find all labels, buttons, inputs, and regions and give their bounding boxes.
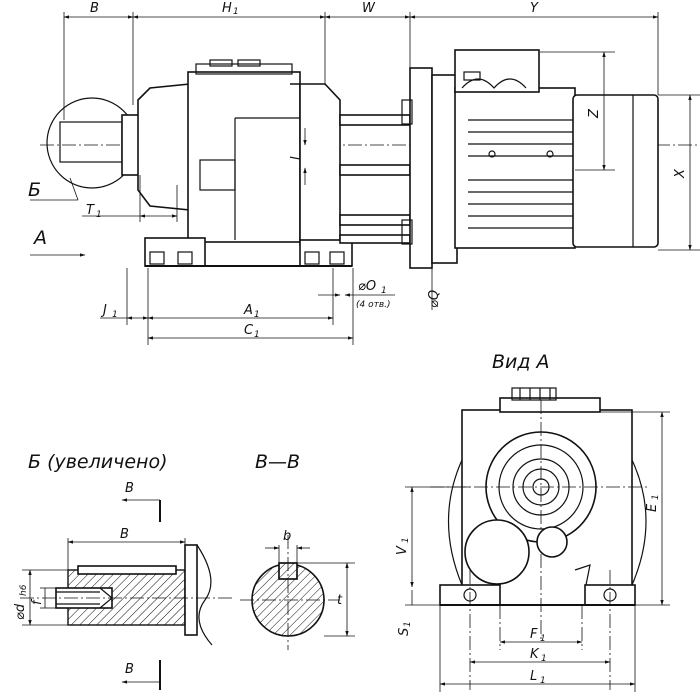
section-bb-title: B—B [255, 451, 300, 473]
view-a-title: Вид А [492, 351, 550, 373]
dim-v1: V [395, 545, 410, 555]
dim-f: f [30, 598, 45, 605]
dim-v1-sub: 1 [401, 537, 411, 543]
dim-b-key: b [283, 529, 291, 544]
dim-a1: A [243, 303, 253, 318]
dim-t: t [337, 593, 343, 608]
dim-y: Y [530, 1, 539, 16]
dim-t1: T [86, 203, 95, 218]
dim-j1-sub: 1 [112, 310, 118, 320]
dim-o1: ⌀O [358, 279, 376, 294]
section-mark-b-top: B [125, 481, 134, 496]
dim-j1: J [100, 303, 107, 318]
dim-i: I [289, 156, 304, 160]
section-mark-b-bottom: B [125, 662, 134, 677]
dim-h1: H [222, 1, 232, 16]
side-view [40, 49, 700, 269]
dim-f1-sub: 1 [540, 634, 546, 644]
dim-a1-sub: 1 [254, 310, 260, 320]
detail-b: Б (увеличено) B B B ⌀d h6 f [13, 451, 235, 690]
dim-w: W [362, 1, 376, 16]
dim-e1-sub: 1 [651, 494, 661, 500]
dim-l1-sub: 1 [540, 676, 546, 686]
dim-d-sub: h6 [19, 584, 29, 596]
dim-e1: E [645, 503, 660, 512]
dim-t1-sub: 1 [96, 210, 102, 220]
detail-b-title: Б (увеличено) [28, 451, 168, 473]
dim-d: ⌀d [13, 603, 28, 620]
dim-h1-sub: 1 [233, 7, 239, 17]
dim-k1-sub: 1 [541, 654, 547, 664]
dim-o1-sub: 1 [381, 286, 387, 296]
top-dimensions: B H 1 W Y Z X I Б T 1 A [28, 1, 700, 345]
dim-s1: S [397, 628, 412, 636]
dim-b: B [90, 1, 99, 16]
dim-x: X [673, 168, 688, 179]
dim-k1: K [530, 647, 540, 662]
label-b-cyr: Б [28, 179, 41, 201]
dim-q: ⌀Q [427, 290, 442, 308]
dim-c1: C [244, 323, 254, 338]
dim-b-width: B [120, 527, 129, 542]
dim-c1-sub: 1 [254, 330, 260, 340]
section-bb: B—B b t [240, 451, 355, 650]
view-a: Вид А E 1 [395, 351, 670, 692]
dim-z: Z [587, 108, 602, 119]
view-a-label: A [32, 227, 47, 249]
dim-s1-sub: 1 [403, 621, 413, 627]
dim-l1: L [530, 669, 537, 684]
dim-o1-holes: (4 отв.) [356, 300, 391, 310]
dim-f1: F [530, 627, 538, 642]
